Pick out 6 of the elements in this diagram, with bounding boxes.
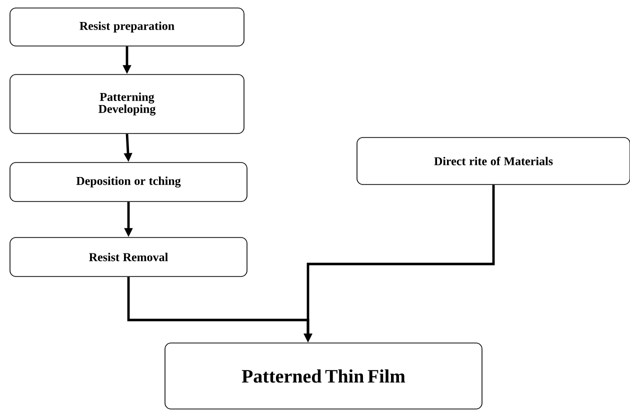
process-box: Resist Removal bbox=[10, 237, 248, 277]
process-box: Deposition or tching bbox=[10, 162, 248, 202]
process-box: Patterning Developing bbox=[10, 74, 244, 134]
process-box: Direct rite of Materials bbox=[356, 137, 630, 185]
process-box: Resist preparation bbox=[10, 8, 244, 46]
result-box: Patterned Thin Film bbox=[164, 342, 482, 410]
